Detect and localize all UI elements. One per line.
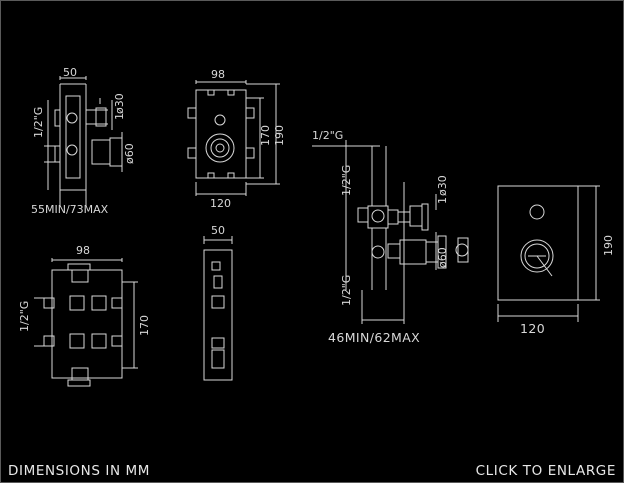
front-view-a <box>187 80 280 196</box>
front-a-170: 170 <box>259 125 272 146</box>
back-view-b <box>34 258 138 387</box>
front-a-120: 120 <box>210 197 231 210</box>
iso-thread-low: 1/2"G <box>340 275 353 306</box>
side-view-a <box>44 76 123 206</box>
front-a-width: 98 <box>211 68 225 81</box>
iso-d30: ø30 <box>436 175 449 196</box>
front-a-190: 190 <box>273 125 286 146</box>
click-to-enlarge-link[interactable]: CLICK TO ENLARGE <box>475 463 616 479</box>
side-a-one: 1 <box>113 113 126 120</box>
side-a-d30: ø30 <box>113 93 126 114</box>
iso-one: 1 <box>436 197 449 204</box>
side-view-b <box>203 236 233 381</box>
side-a-width: 50 <box>63 66 77 79</box>
iso-depth: 46MIN/62MAX <box>328 330 420 345</box>
back-b-width: 98 <box>76 244 90 257</box>
iso-view <box>312 140 469 324</box>
iso-thread-mid: 1/2"G <box>340 165 353 196</box>
front-c-190: 190 <box>602 235 615 256</box>
front-view-c <box>497 185 600 322</box>
iso-d60: ø60 <box>436 247 449 268</box>
dimensions-caption: DIMENSIONS IN MM <box>8 463 151 479</box>
back-b-thread: 1/2"G <box>18 301 31 332</box>
side-a-depth: 55MIN/73MAX <box>31 203 109 216</box>
iso-thread-top: 1/2"G <box>312 129 343 142</box>
side-b-width: 50 <box>211 224 225 237</box>
side-a-d60: ø60 <box>123 143 136 164</box>
back-b-170: 170 <box>138 315 151 336</box>
side-a-thread: 1/2"G <box>32 107 45 138</box>
front-c-120: 120 <box>520 321 545 336</box>
